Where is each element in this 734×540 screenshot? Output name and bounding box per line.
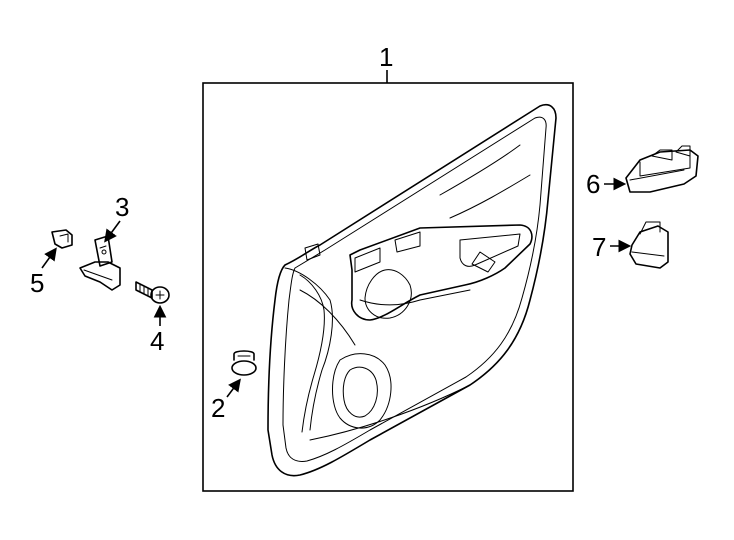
callout-1-label: 1: [379, 42, 393, 72]
callout-4-label: 4: [150, 326, 164, 356]
bracket-icon: [79, 235, 121, 291]
window-switch-icon: [629, 221, 669, 269]
retainer-icon: [51, 229, 73, 249]
callout-5-leader: [41, 247, 57, 269]
callout-7-label: 7: [592, 232, 606, 262]
callout-6-label: 6: [586, 169, 600, 199]
clip-icon: [231, 350, 257, 376]
callout-2-label: 2: [211, 393, 225, 423]
window-switch-master-icon: [625, 145, 699, 193]
door-trim-panel-icon: [267, 103, 557, 477]
callout-5-label: 5: [30, 268, 44, 298]
callout-2-leader: [226, 378, 241, 398]
panel-frame: [202, 82, 574, 492]
callout-3-label: 3: [115, 192, 129, 222]
screw-icon: [135, 281, 170, 304]
callout-3-leader: [104, 220, 121, 243]
